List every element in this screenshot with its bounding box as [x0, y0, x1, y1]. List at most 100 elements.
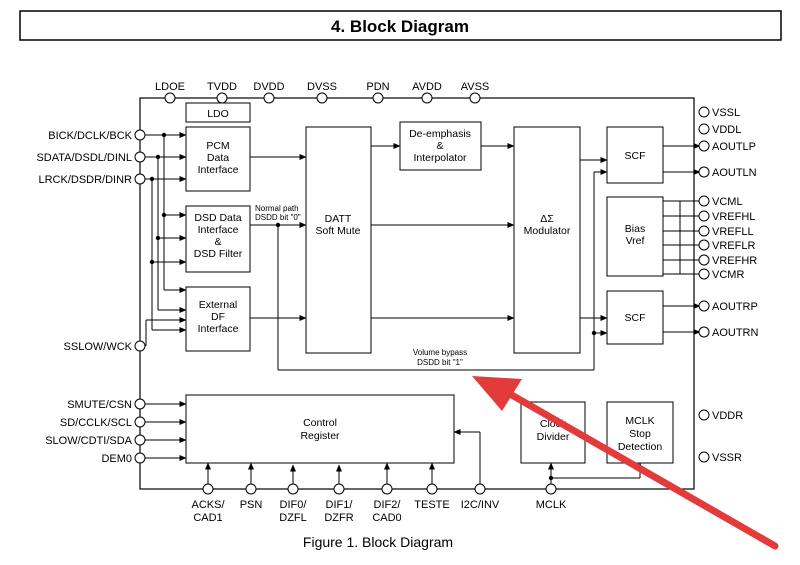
pin-label-aoutlp: AOUTLP [712, 141, 756, 153]
pin-label-sdata-dsdl-dinl: SDATA/DSDL/DINL [36, 152, 132, 164]
bypass-label-1: Volume bypass [413, 348, 467, 357]
normal-path-label-1: Normal path [255, 204, 299, 213]
header-title: 4. Block Diagram [331, 17, 469, 36]
pin-label-teste-line1: TESTE [414, 499, 449, 511]
pin-label-dem0: DEM0 [101, 453, 132, 465]
delta-sigma-modulator-block: ΔΣ Modulator [513, 126, 581, 354]
pin-label-sd-cclk-scl: SD/CCLK/SCL [60, 417, 132, 429]
pcm-label-2: Data [207, 152, 229, 164]
pin-label-dif2-cad0-line2: CAD0 [372, 512, 401, 524]
dsd-label-3: & [214, 236, 221, 248]
bias-vref-block: Bias Vref [606, 196, 664, 277]
red-arrow-overlay [472, 376, 779, 550]
pin-slow-cdti-sda-pin [134, 434, 146, 446]
pin-i2c-inv-pin [474, 483, 486, 495]
datt-label-2: Soft Mute [316, 225, 361, 237]
pin-label-acks-cad1-line2: CAD1 [193, 512, 222, 524]
pin-vrefhl-pin [698, 210, 710, 222]
pin-sd-cclk-scl-pin [134, 416, 146, 428]
pin-teste-pin [426, 483, 438, 495]
pin-vssr-pin [698, 451, 710, 463]
pin-label-vddr: VDDR [712, 410, 743, 422]
junction-dots [149, 132, 597, 481]
pin-vcmr-pin [698, 268, 710, 280]
pin-label-tvdd: TVDD [207, 81, 237, 93]
pin-label-avdd: AVDD [412, 81, 442, 93]
ctrl-label-1: Control [303, 417, 337, 429]
pin-vssl-pin [698, 106, 710, 118]
pin-label-dif2-cad0-line1: DIF2/ [374, 499, 402, 511]
pin-label-vrefhl: VREFHL [712, 211, 755, 223]
ext-label-2: DF [211, 311, 225, 323]
pin-avss-pin [469, 92, 481, 104]
left-pins: BICK/DCLK/BCK SDATA/DSDL/DINL LRCK/DSDR/DI… [36, 129, 146, 465]
pin-label-vddl: VDDL [712, 124, 741, 136]
mod-label-2: Modulator [524, 225, 571, 237]
pin-label-dif1-dzfr-line2: DZFR [324, 512, 353, 524]
pin-label-vcml: VCML [712, 196, 743, 208]
datt-soft-mute-block: DATT Soft Mute [305, 126, 372, 354]
ldo-block: LDO [185, 102, 251, 123]
pin-dif2-cad0-pin [381, 483, 393, 495]
bias-label-1: Bias [625, 223, 645, 235]
pin-vddr-pin [698, 409, 710, 421]
pin-dvss-pin [316, 92, 328, 104]
pin-sslow-wck-pin [134, 340, 146, 352]
pin-smute-csn-pin [134, 398, 146, 410]
mod-label-1: ΔΣ [540, 213, 554, 225]
pin-ldoe-pin [164, 92, 176, 104]
pin-label-mclk-line1: MCLK [536, 499, 567, 511]
pin-label-dif1-dzfr-line1: DIF1/ [326, 499, 354, 511]
de-emphasis-interpolator-block: De-emphasis & Interpolator [399, 121, 482, 171]
scf-left-block: SCF [606, 126, 664, 184]
dsd-label-4: DSD Filter [194, 248, 243, 260]
pin-acks-cad1-pin [202, 483, 214, 495]
deemph-label-3: Interpolator [413, 152, 467, 164]
pin-label-aoutrp: AOUTRP [712, 301, 758, 313]
normal-path-label-2: DSDD bit "0" [255, 213, 301, 222]
dsd-data-interface-block: DSD Data Interface & DSD Filter [185, 205, 251, 273]
figure-caption: Figure 1. Block Diagram [303, 534, 453, 550]
mclk-stop-label-3: Detection [618, 441, 663, 453]
pin-vreflr-pin [698, 239, 710, 251]
pin-label-acks-cad1-line1: ACKS/ [191, 499, 225, 511]
pin-vrefhr-pin [698, 254, 710, 266]
pin-label-vrefll: VREFLL [712, 226, 754, 238]
scf-right-label: SCF [625, 312, 646, 324]
datt-label-1: DATT [325, 213, 352, 225]
chip-outline [139, 97, 695, 490]
pin-dem0-pin [134, 452, 146, 464]
control-register-block: Control Register [185, 394, 455, 464]
pin-tvdd-pin [216, 92, 228, 104]
pin-label-psn-line1: PSN [240, 499, 263, 511]
pin-label-i2c-inv-line1: I2C/INV [461, 499, 500, 511]
pin-bick-dclk-bck-pin [134, 129, 146, 141]
pin-mclk-pin [545, 483, 557, 495]
scf-left-label: SCF [625, 150, 646, 162]
dsd-label-1: DSD Data [194, 212, 241, 224]
pin-label-vssl: VSSL [712, 107, 740, 119]
pin-label-dif0-dzfl-line1: DIF0/ [280, 499, 308, 511]
pin-aoutlp-pin [698, 140, 710, 152]
mclk-stop-label-2: Stop [629, 428, 651, 440]
pin-vcml-pin [698, 195, 710, 207]
pin-label-dvdd: DVDD [253, 81, 284, 93]
clock-divider-block: Clock Divider [520, 401, 586, 464]
external-df-interface-block: External DF Interface [185, 286, 251, 352]
pin-aoutln-pin [698, 166, 710, 178]
pin-label-smute-csn: SMUTE/CSN [67, 399, 132, 411]
pin-lrck-dsdr-dinr-pin [134, 173, 146, 185]
pcm-data-interface-block: PCM Data Interface [185, 126, 251, 192]
header-box [19, 10, 782, 41]
ext-label-3: Interface [198, 323, 239, 335]
pin-label-lrck-dsdr-dinr: LRCK/DSDR/DINR [38, 174, 132, 186]
pin-vrefll-pin [698, 225, 710, 237]
deemph-label-1: De-emphasis [409, 128, 471, 140]
pin-sdata-dsdl-dinl-pin [134, 151, 146, 163]
mclk-stop-label-1: MCLK [625, 415, 654, 427]
pin-label-bick-dclk-bck: BICK/DCLK/BCK [48, 130, 132, 142]
signal-wires [145, 132, 701, 486]
ldo-label: LDO [207, 108, 229, 120]
